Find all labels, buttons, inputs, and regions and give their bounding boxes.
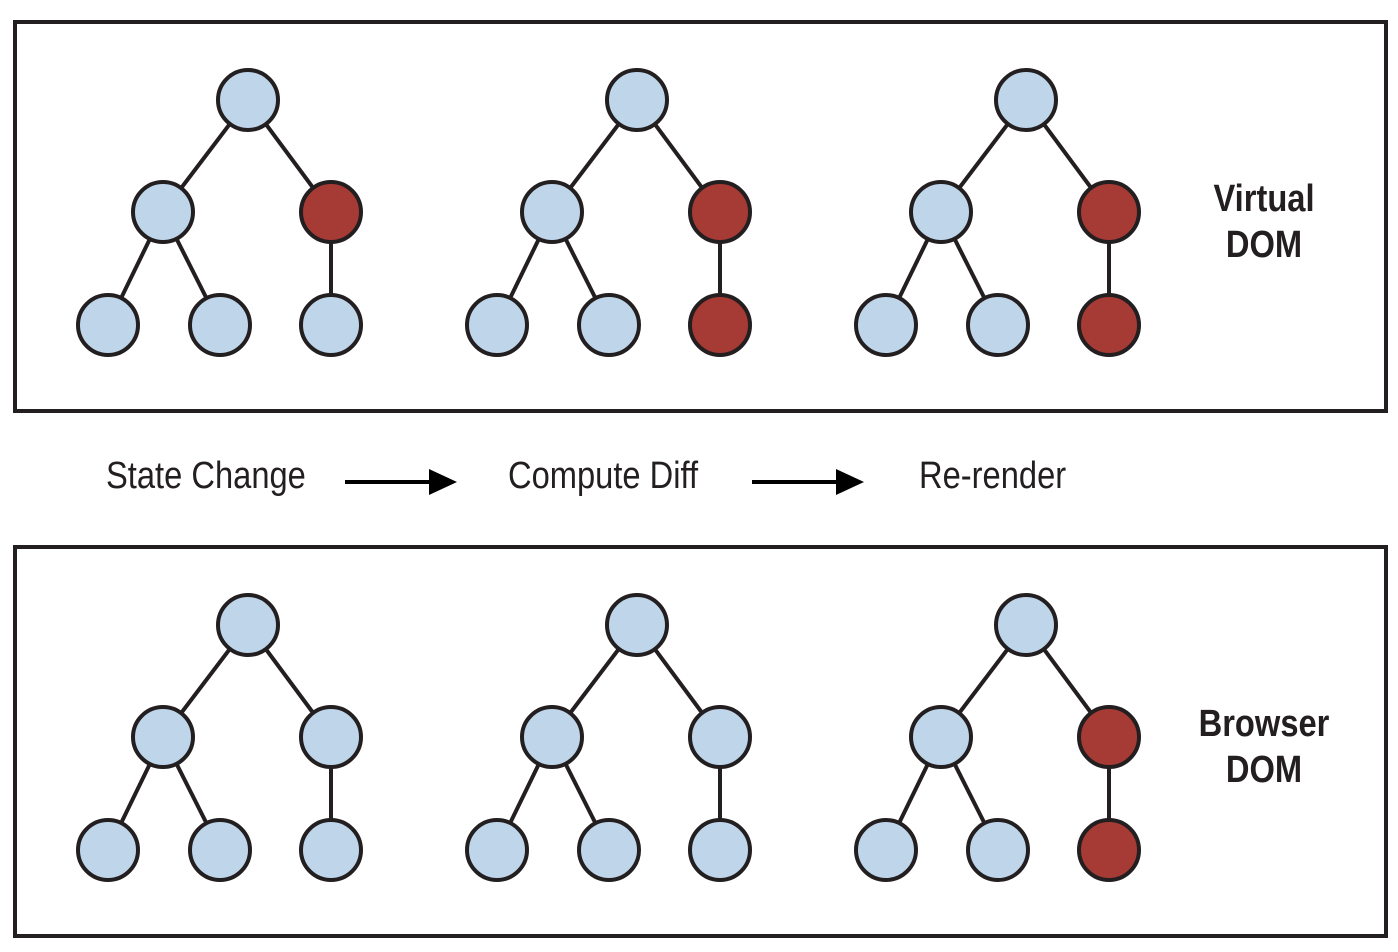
tree-node	[909, 180, 973, 244]
virtual-dom-label: Virtual DOM	[1195, 176, 1333, 268]
browser-dom-tree-2	[465, 593, 752, 882]
tree-node	[465, 818, 529, 882]
tree-node-changed	[688, 180, 752, 244]
right-arrow-icon	[752, 469, 864, 495]
browser-dom-panel: Browser DOM	[13, 545, 1388, 938]
tree-node	[76, 293, 140, 357]
tree-node	[188, 293, 252, 357]
tree-node	[465, 293, 529, 357]
tree-node	[188, 818, 252, 882]
tree-node	[131, 705, 195, 769]
tree-node	[577, 293, 641, 357]
tree-node	[76, 818, 140, 882]
tree-node	[520, 180, 584, 244]
tree-node	[854, 818, 918, 882]
tree-node	[216, 68, 280, 132]
tree-node-changed	[1077, 705, 1141, 769]
browser-dom-label: Browser DOM	[1195, 701, 1333, 793]
tree-node	[299, 705, 363, 769]
tree-node	[994, 68, 1058, 132]
tree-node	[131, 180, 195, 244]
panel-label-line1: Virtual	[1213, 178, 1315, 220]
panel-label-line1: Browser	[1198, 703, 1330, 745]
tree-node	[299, 818, 363, 882]
right-arrow-icon	[345, 469, 457, 495]
tree-node	[605, 593, 669, 657]
tree-node	[577, 818, 641, 882]
step-compute-diff: Compute Diff	[508, 455, 699, 497]
virtual-dom-tree-2	[465, 68, 752, 357]
tree-node-changed	[1077, 818, 1141, 882]
step-re-render: Re-render	[919, 455, 1067, 497]
virtual-dom-panel: Virtual DOM	[13, 20, 1388, 413]
tree-node-changed	[1077, 180, 1141, 244]
tree-node-changed	[299, 180, 363, 244]
browser-dom-trees	[76, 593, 1141, 882]
tree-node	[216, 593, 280, 657]
tree-node	[605, 68, 669, 132]
tree-node	[854, 293, 918, 357]
tree-node	[299, 293, 363, 357]
tree-node	[688, 818, 752, 882]
tree-node-changed	[1077, 293, 1141, 357]
tree-node	[966, 293, 1030, 357]
virtual-dom-trees	[76, 68, 1141, 357]
step-state-change: State Change	[106, 455, 306, 497]
process-flow: State Change Compute Diff Re-render	[0, 440, 1398, 520]
browser-dom-tree-3	[854, 593, 1141, 882]
tree-node	[688, 705, 752, 769]
tree-node	[520, 705, 584, 769]
panel-label-line2: DOM	[1225, 749, 1303, 791]
virtual-dom-tree-1	[76, 68, 363, 357]
tree-node	[909, 705, 973, 769]
tree-node-changed	[688, 293, 752, 357]
tree-node	[994, 593, 1058, 657]
panel-label-line2: DOM	[1225, 224, 1303, 266]
browser-dom-tree-1	[76, 593, 363, 882]
virtual-dom-tree-3	[854, 68, 1141, 357]
tree-node	[966, 818, 1030, 882]
